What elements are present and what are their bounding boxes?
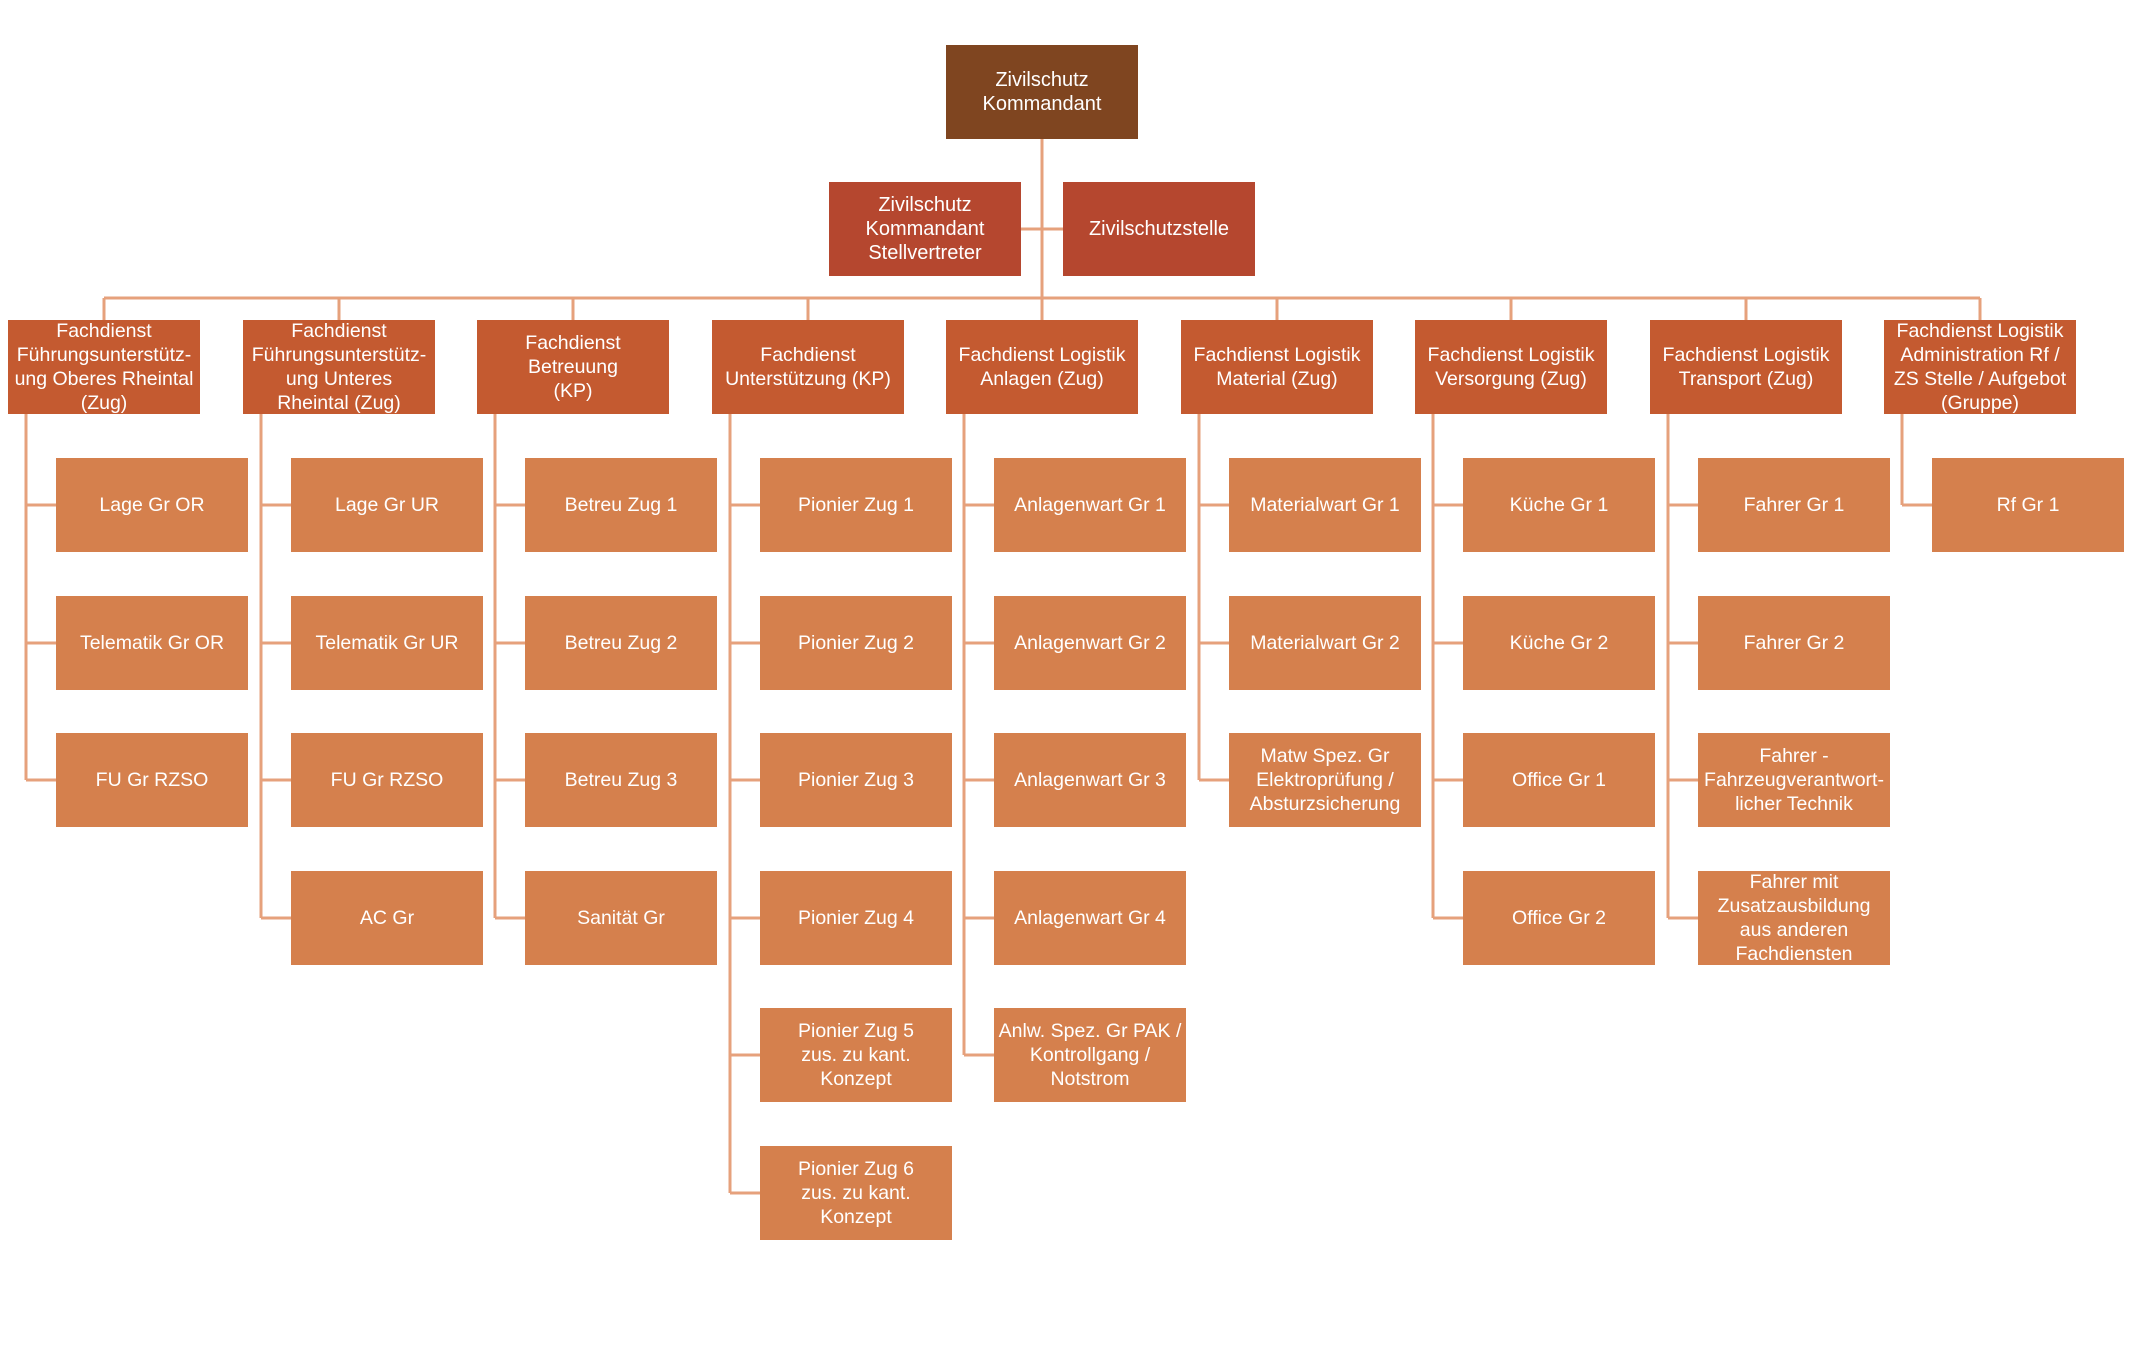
department-head-box: Fachdienst Logistik Administration Rf / … (1884, 320, 2076, 414)
department-head-box: Fachdienst Führungsunterstütz- ung Obere… (8, 320, 200, 414)
group-box: Anlw. Spez. Gr PAK / Kontrollgang / Nots… (994, 1008, 1186, 1102)
group-box: Materialwart Gr 2 (1229, 596, 1421, 690)
group-box: Sanität Gr (525, 871, 717, 965)
group-box: Fahrer - Fahrzeugverantwort- licher Tech… (1698, 733, 1890, 827)
group-box: FU Gr RZSO (291, 733, 483, 827)
group-box: Lage Gr OR (56, 458, 248, 552)
group-box: Betreu Zug 1 (525, 458, 717, 552)
group-box: Anlagenwart Gr 1 (994, 458, 1186, 552)
group-box: Fahrer Gr 1 (1698, 458, 1890, 552)
group-box: Betreu Zug 2 (525, 596, 717, 690)
group-box: Betreu Zug 3 (525, 733, 717, 827)
group-box: Anlagenwart Gr 3 (994, 733, 1186, 827)
department-head-box: Fachdienst Logistik Transport (Zug) (1650, 320, 1842, 414)
group-box: Küche Gr 1 (1463, 458, 1655, 552)
commander-box: Zivilschutz Kommandant (946, 45, 1138, 139)
group-box: FU Gr RZSO (56, 733, 248, 827)
department-head-box: Fachdienst Betreuung (KP) (477, 320, 669, 414)
group-box: Office Gr 2 (1463, 871, 1655, 965)
group-box: Anlagenwart Gr 2 (994, 596, 1186, 690)
group-box: Pionier Zug 1 (760, 458, 952, 552)
group-box: Office Gr 1 (1463, 733, 1655, 827)
group-box: Pionier Zug 6 zus. zu kant. Konzept (760, 1146, 952, 1240)
group-box: Rf Gr 1 (1932, 458, 2124, 552)
civil-protection-office-box: Zivilschutzstelle (1063, 182, 1255, 276)
group-box: Lage Gr UR (291, 458, 483, 552)
group-box: Pionier Zug 4 (760, 871, 952, 965)
group-box: Anlagenwart Gr 4 (994, 871, 1186, 965)
department-head-box: Fachdienst Logistik Anlagen (Zug) (946, 320, 1138, 414)
group-box: Telematik Gr UR (291, 596, 483, 690)
group-box: AC Gr (291, 871, 483, 965)
department-head-box: Fachdienst Logistik Material (Zug) (1181, 320, 1373, 414)
department-head-box: Fachdienst Führungsunterstütz- ung Unter… (243, 320, 435, 414)
group-box: Telematik Gr OR (56, 596, 248, 690)
group-box: Pionier Zug 2 (760, 596, 952, 690)
group-box: Fahrer mit Zusatzausbildung aus anderen … (1698, 871, 1890, 965)
department-head-box: Fachdienst Logistik Versorgung (Zug) (1415, 320, 1607, 414)
group-box: Materialwart Gr 1 (1229, 458, 1421, 552)
department-head-box: Fachdienst Unterstützung (KP) (712, 320, 904, 414)
deputy-commander-box: Zivilschutz Kommandant Stellvertreter (829, 182, 1021, 276)
group-box: Pionier Zug 3 (760, 733, 952, 827)
group-box: Matw Spez. Gr Elektroprüfung / Absturzsi… (1229, 733, 1421, 827)
group-box: Pionier Zug 5 zus. zu kant. Konzept (760, 1008, 952, 1102)
group-box: Küche Gr 2 (1463, 596, 1655, 690)
group-box: Fahrer Gr 2 (1698, 596, 1890, 690)
